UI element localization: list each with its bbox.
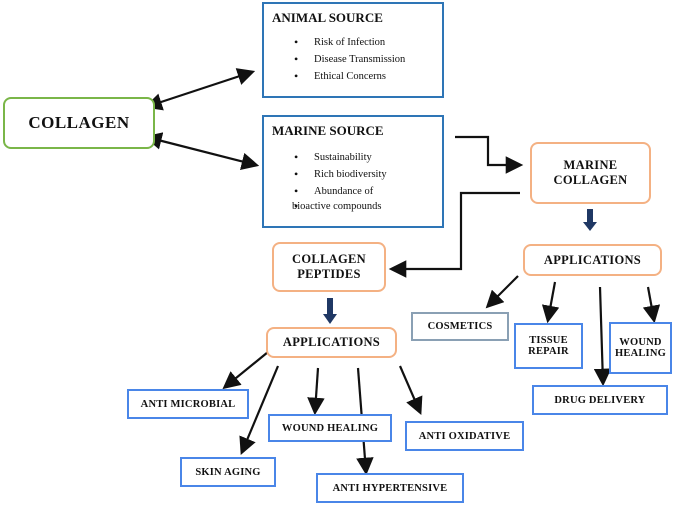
cosmetics-label: COSMETICS [427,321,493,332]
anti-microbial-node: ANTI MICROBIAL [127,389,249,419]
marine-source-node: MARINE SOURCE Sustainability Rich biodiv… [262,115,444,228]
wound-healing-right-line1: WOUND [619,337,662,348]
anti-microbial-label: ANTI MICROBIAL [140,398,236,410]
collagen-label: COLLAGEN [28,113,130,132]
arrow-to-wound-healing-right [642,286,661,324]
animal-source-title: ANIMAL SOURCE [272,10,383,25]
arrow-marine-source-to-marine-collagen [455,135,524,174]
marine-source-title: MARINE SOURCE [272,123,384,138]
collagen-peptides-node: COLLAGEN PEPTIDES [272,242,386,292]
applications-left-node: APPLICATIONS [266,327,397,358]
skin-aging-node: SKIN AGING [180,457,276,487]
applications-right-node: APPLICATIONS [523,244,662,276]
applications-right-label: APPLICATIONS [543,252,642,267]
marine-item: bioactive compounds [264,200,442,213]
arrow-collagen-marine [144,132,260,170]
applications-left-label: APPLICATIONS [282,335,381,349]
arrow-to-anti-oxidative [398,365,423,416]
down-arrow-marine-collagen [583,209,597,231]
marine-collagen-line1: MARINE [563,158,618,172]
arrow-to-anti-microbial [222,351,269,390]
wound-healing-left-node: WOUND HEALING [268,414,392,442]
arrow-to-drug-delivery [593,286,612,387]
drug-delivery-label: DRUG DELIVERY [554,394,646,406]
collagen-peptides-line2: PEPTIDES [297,267,361,281]
marine-item: Sustainability [264,149,442,166]
wound-healing-left-label: WOUND HEALING [281,422,379,434]
animal-item: Ethical Concerns [264,68,442,85]
wound-healing-right-line2: HEALING [615,348,666,359]
anti-hypertensive-label: ANTI HYPERTENSIVE [332,482,448,494]
arrow-to-skin-aging [239,365,280,456]
down-arrow-peptides [323,298,337,324]
tissue-repair-line1: TISSUE [529,335,568,346]
tissue-repair-line2: REPAIR [528,346,569,357]
skin-aging-label: SKIN AGING [195,466,261,478]
marine-item: Abundance of [264,183,442,200]
anti-hypertensive-node: ANTI HYPERTENSIVE [316,473,464,503]
animal-item: Risk of Infection [264,34,442,51]
anti-oxidative-node: ANTI OXIDATIVE [405,421,524,451]
arrow-collagen-animal [144,68,256,111]
wound-healing-right-node: WOUND HEALING [609,322,672,374]
collagen-node: COLLAGEN [3,97,155,149]
arrow-to-tissue-repair [541,281,560,324]
arrow-to-wound-healing-left [307,367,325,416]
marine-collagen-node: MARINE COLLAGEN [530,142,651,204]
tissue-repair-node: TISSUE REPAIR [514,323,583,369]
animal-source-node: ANIMAL SOURCE Risk of Infection Disease … [262,2,444,98]
arrow-to-cosmetics [485,275,519,309]
cosmetics-node: COSMETICS [411,312,509,341]
arrow-marine-collagen-to-peptides [388,191,520,278]
animal-item: Disease Transmission [264,51,442,68]
collagen-peptides-line1: COLLAGEN [292,252,366,266]
marine-collagen-line2: COLLAGEN [553,173,628,187]
marine-item: Rich biodiversity [264,166,442,183]
drug-delivery-node: DRUG DELIVERY [532,385,668,415]
anti-oxidative-label: ANTI OXIDATIVE [418,430,511,442]
